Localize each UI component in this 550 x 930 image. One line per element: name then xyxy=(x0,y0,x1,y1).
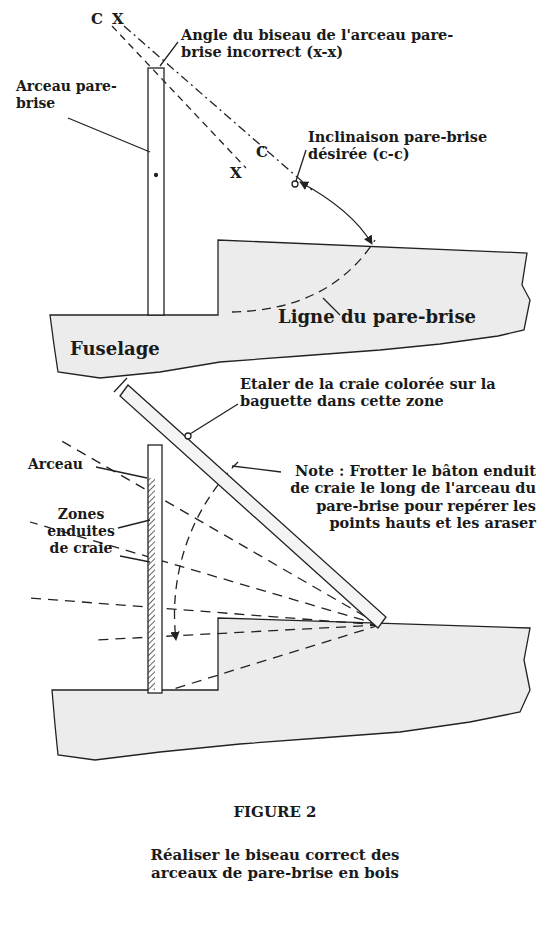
leader xyxy=(68,118,150,152)
leader xyxy=(96,467,147,478)
label-text: Arceau xyxy=(28,456,98,473)
leader-dot xyxy=(292,181,298,187)
label-text: Note : Frotter le bâton enduit de craie … xyxy=(284,462,536,532)
label-text: X xyxy=(230,164,244,182)
zone-tick xyxy=(114,378,127,392)
angle-arc xyxy=(300,182,372,244)
label-text: Inclinaison pare-brise désirée (c-c) xyxy=(308,128,530,163)
arceau-top xyxy=(148,68,164,315)
arceau-bottom xyxy=(148,445,162,693)
figure-title: FIGURE 2 xyxy=(100,803,450,821)
leader xyxy=(118,520,150,528)
leader-dot xyxy=(185,433,191,439)
windshield-line xyxy=(232,240,375,312)
leader xyxy=(120,556,150,562)
label-text: C xyxy=(256,143,270,161)
fuselage-top xyxy=(50,240,530,378)
leader xyxy=(296,150,306,181)
label-text: Angle du biseau de l'arceau pare-brise i… xyxy=(181,26,461,61)
label-text: Etaler de la craie colorée sur la baguet… xyxy=(240,375,530,410)
leader xyxy=(190,404,238,434)
fuselage-bottom xyxy=(52,618,530,760)
label-text: C xyxy=(91,10,105,28)
label-text: Arceau pare-brise xyxy=(16,78,126,112)
figure-caption: Réaliser le biseau correct des arceaux d… xyxy=(120,846,430,882)
leader xyxy=(160,42,178,66)
label-text: Ligne du pare-brise xyxy=(278,306,518,328)
label-text: X xyxy=(112,10,126,28)
leader xyxy=(232,466,281,472)
arceau-mark xyxy=(155,174,158,177)
chalk-zone xyxy=(148,478,155,690)
label-text: Zones enduites de craie xyxy=(44,506,118,556)
label-text: Fuselage xyxy=(70,338,200,360)
